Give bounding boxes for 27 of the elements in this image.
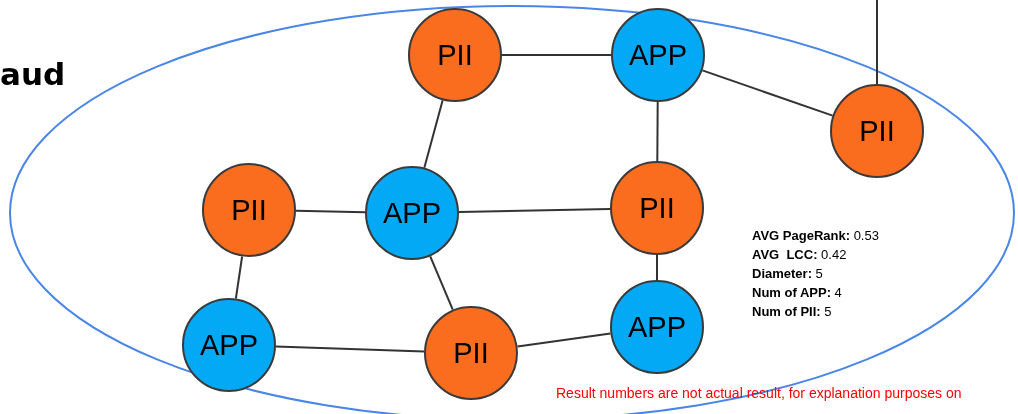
node-label: PII	[639, 191, 675, 225]
metric-text: Diameter: 5	[752, 265, 823, 283]
node-label: PII	[231, 193, 267, 227]
connector-line	[429, 255, 454, 311]
heading: aud	[0, 56, 66, 92]
metric-text: Num of PII: 5	[752, 303, 832, 321]
metric-text: AVG PageRank: 0.53	[752, 227, 879, 245]
connector-line	[516, 332, 612, 348]
node-label: APP	[628, 310, 686, 344]
node-label: PII	[453, 336, 489, 370]
connector-line	[295, 209, 366, 214]
connector-line	[876, 0, 878, 85]
connector-line	[501, 54, 612, 56]
connector-line	[656, 101, 659, 162]
metric-text: Num of APP: 4	[752, 284, 842, 302]
connector-line	[656, 254, 658, 281]
node-label: PII	[437, 38, 473, 72]
connector-line	[423, 99, 444, 169]
node-label: APP	[629, 38, 687, 72]
connector-line	[274, 345, 426, 353]
metric-text: AVG LCC: 0.42	[752, 246, 847, 264]
node-label: PII	[859, 114, 895, 148]
connector-line	[234, 255, 244, 300]
node-label: APP	[200, 328, 258, 362]
connector-line	[458, 207, 611, 214]
connector-line	[701, 69, 834, 117]
node-label: APP	[383, 196, 441, 230]
